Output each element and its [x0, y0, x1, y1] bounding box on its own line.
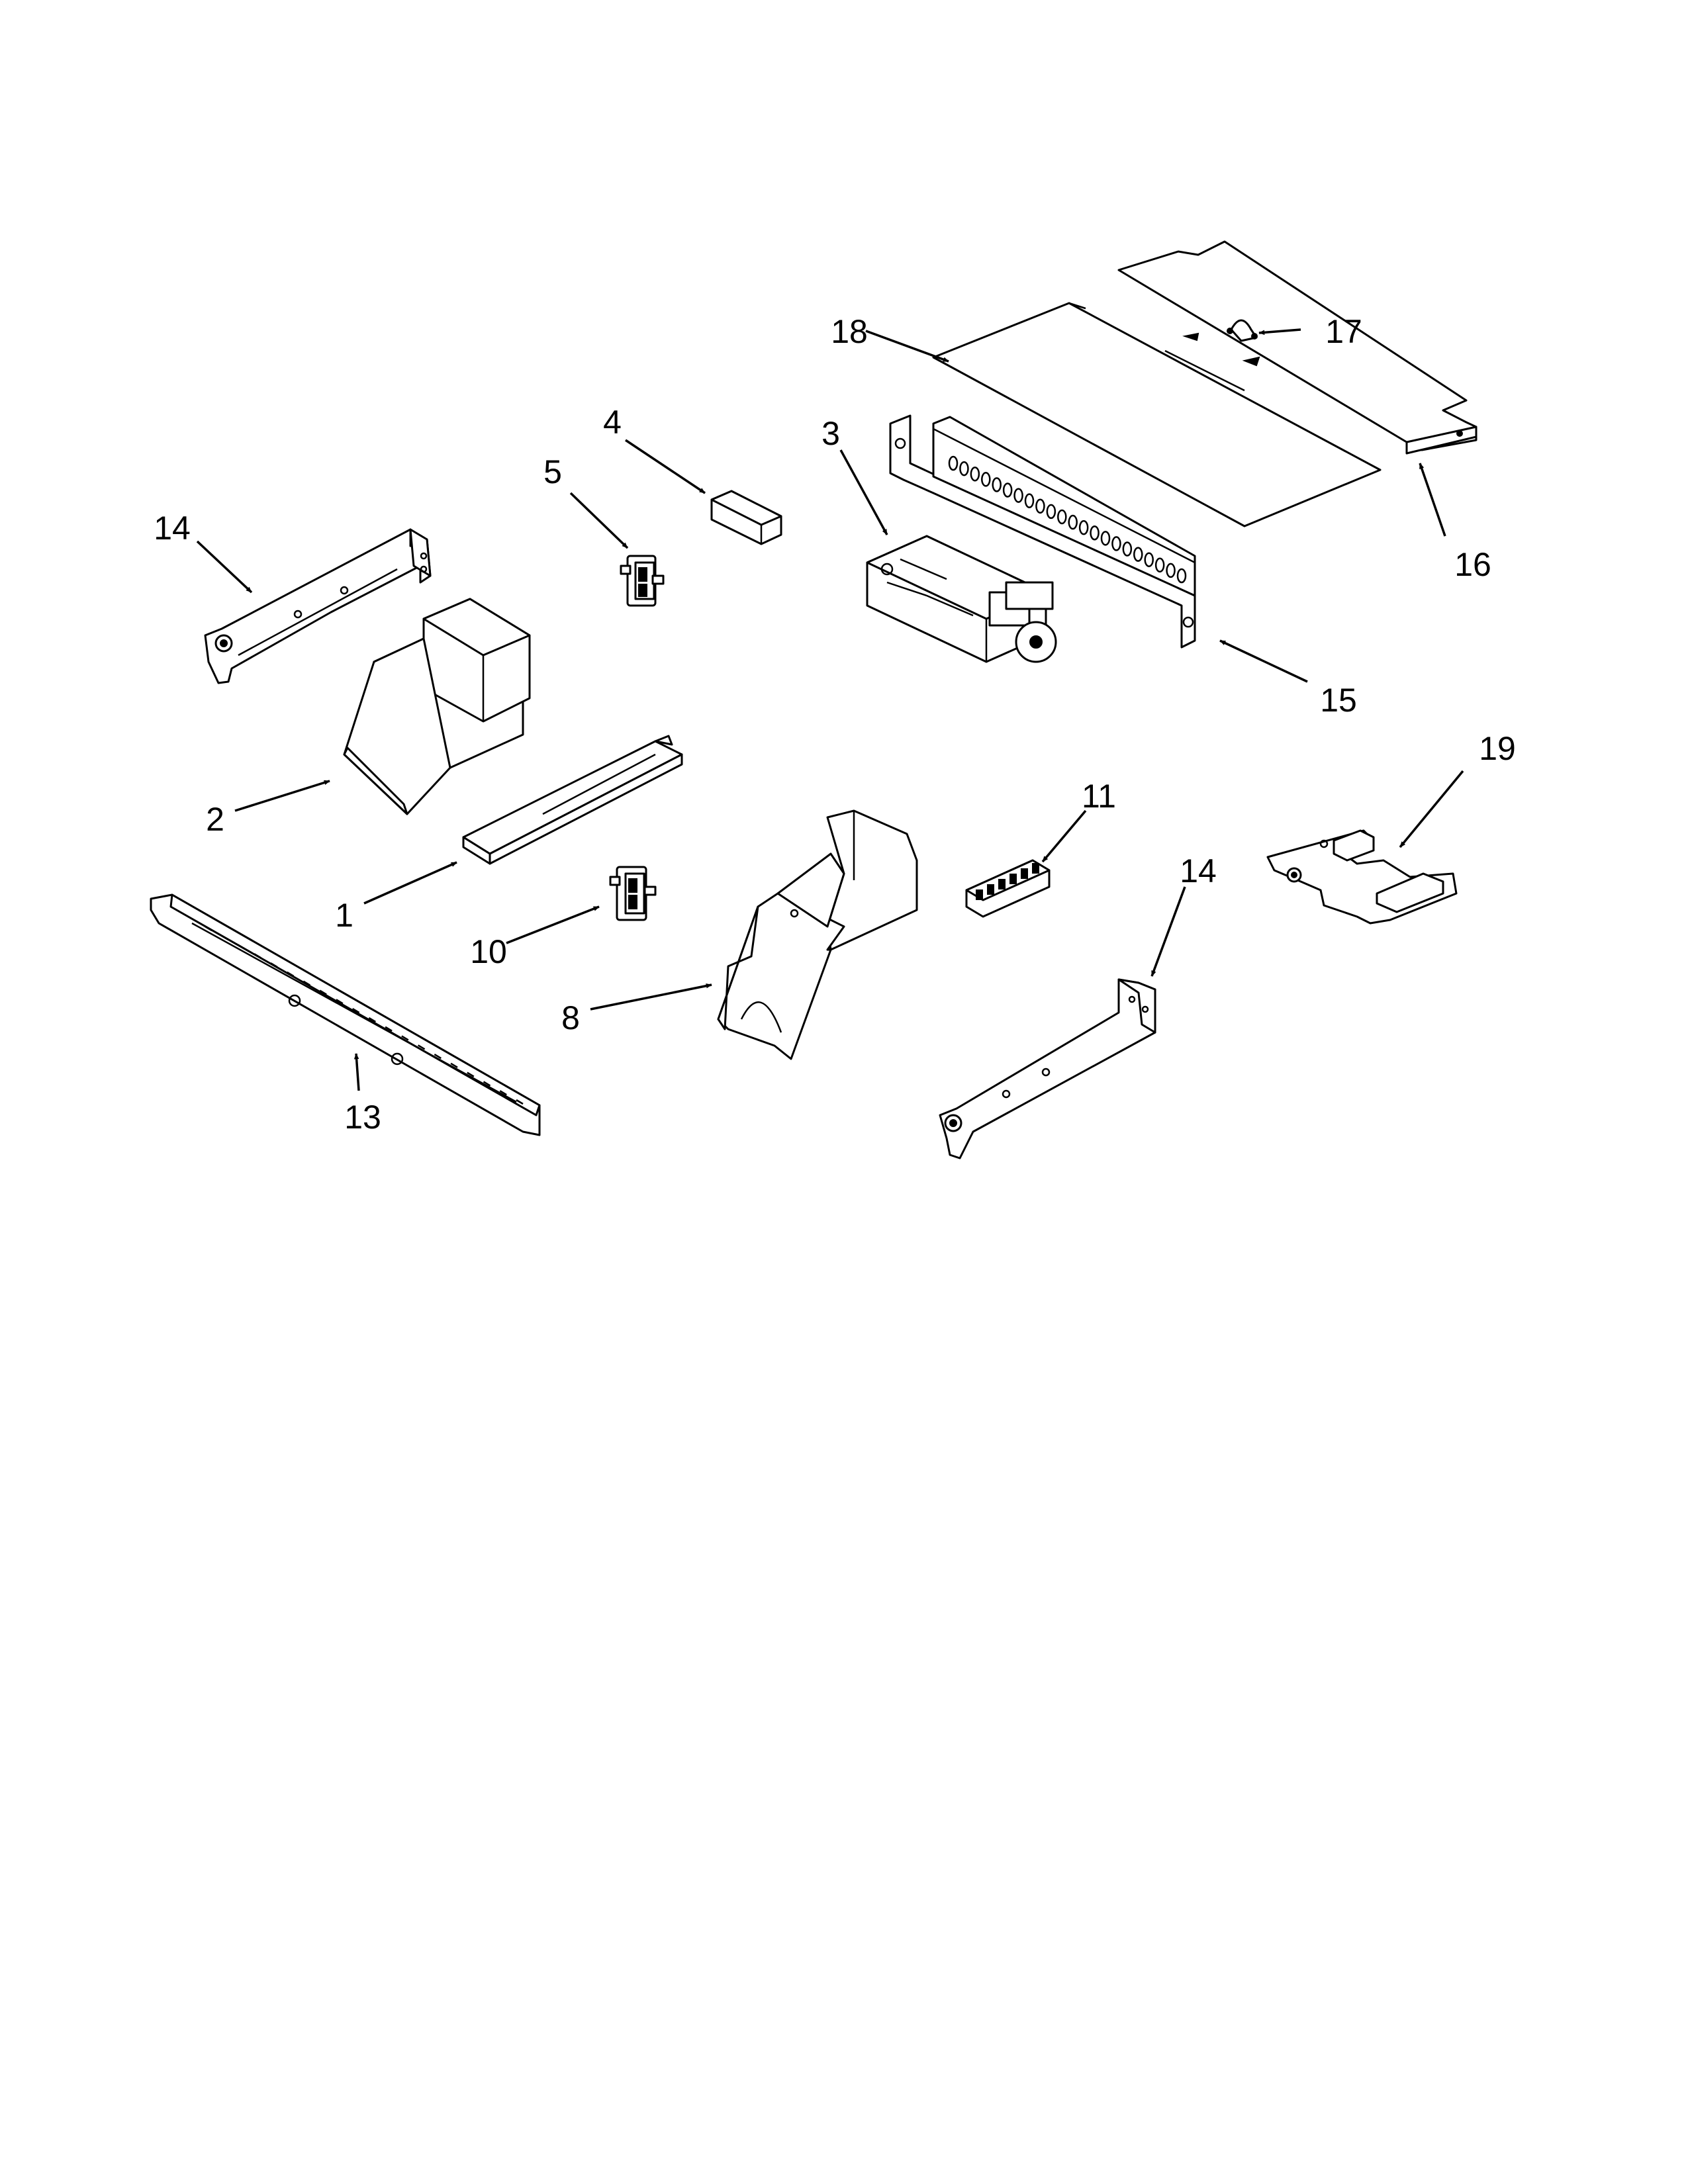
- part-14-side-bracket-left: [204, 528, 432, 684]
- perforation: [1154, 557, 1165, 573]
- rail-slot: [303, 980, 311, 986]
- leader-11: [1041, 809, 1087, 863]
- terminal-screw: [1032, 863, 1039, 874]
- leader-8: [590, 983, 712, 1011]
- perforation: [992, 477, 1002, 492]
- part-17-clip: [1227, 319, 1258, 342]
- rail-slot: [467, 1071, 475, 1077]
- callout-16: 16: [1454, 546, 1491, 583]
- callout-17: 17: [1325, 313, 1362, 350]
- callout-18: 18: [831, 313, 868, 350]
- perforation: [1046, 504, 1056, 520]
- rail-slot: [385, 1026, 393, 1032]
- rail-slot: [352, 1008, 360, 1014]
- leader-2: [234, 780, 330, 812]
- perforation: [1068, 514, 1078, 530]
- perforation: [1176, 568, 1187, 584]
- leader-19: [1399, 770, 1464, 848]
- perforation: [959, 461, 969, 477]
- part-18-top-panel: [932, 302, 1382, 527]
- callout-3: 3: [821, 415, 840, 452]
- perforation: [970, 466, 980, 482]
- callout-10: 10: [470, 933, 507, 970]
- part-2-duct: [343, 598, 531, 815]
- callout-11: 11: [1082, 778, 1116, 815]
- perforation: [1057, 509, 1067, 525]
- rail-slot: [499, 1090, 507, 1096]
- part-15-perforated-bracket: [889, 414, 1196, 649]
- rail-slot: [205, 925, 212, 932]
- leader-lines: [196, 328, 1464, 1091]
- part-16-cover-panel: [1117, 240, 1477, 455]
- perforation: [1090, 525, 1100, 541]
- rail-slot: [254, 953, 261, 959]
- perforation: [1122, 541, 1133, 557]
- perforation: [1035, 498, 1045, 514]
- rail-slot: [221, 934, 229, 940]
- part-3-latch-motor-assembly: [866, 535, 1057, 663]
- part-14-side-bracket-right: [939, 978, 1156, 1160]
- part-13-slide-rail: [150, 893, 541, 1136]
- callout-14-lower: 14: [1180, 852, 1217, 889]
- callout-1: 1: [335, 897, 353, 934]
- rail-slot: [434, 1053, 442, 1060]
- perforation: [1100, 531, 1111, 546]
- callout-4: 4: [603, 404, 622, 441]
- rail-slot: [417, 1044, 426, 1050]
- perforation: [948, 455, 959, 471]
- leader-13: [353, 1053, 360, 1091]
- terminal-screw: [998, 879, 1006, 889]
- callout-14-upper: 14: [154, 510, 191, 547]
- terminal-screw: [1021, 868, 1028, 879]
- terminal-screw: [987, 884, 994, 895]
- part-1-channel-strip: [462, 735, 683, 865]
- part-8-shroud: [717, 809, 918, 1060]
- perforation: [1002, 482, 1013, 498]
- part-19-mounting-plate: [1266, 829, 1458, 925]
- perforation: [1144, 552, 1154, 567]
- callout-2: 2: [206, 801, 224, 838]
- rail-slot: [336, 999, 344, 1005]
- rail-slot: [237, 944, 246, 950]
- leader-14a: [196, 540, 253, 594]
- leader-1: [363, 861, 457, 905]
- rail-slot: [319, 989, 327, 995]
- leader-17: [1258, 328, 1301, 336]
- perforation: [981, 472, 991, 487]
- perforation: [1078, 520, 1089, 535]
- rail-slot: [401, 1035, 409, 1041]
- part-5-switch: [620, 555, 665, 607]
- callout-labels: 1 2 3 4 5 8 10 11 13 14 14 15 16 17 18 1…: [154, 313, 1516, 1136]
- perforation: [1024, 493, 1035, 508]
- callout-13: 13: [344, 1099, 381, 1136]
- part-10-switch: [609, 866, 657, 921]
- perforation: [1013, 488, 1023, 503]
- leader-16: [1419, 463, 1446, 537]
- perforation: [1111, 536, 1121, 551]
- rail-slot: [270, 962, 278, 968]
- callout-5: 5: [543, 453, 562, 490]
- leader-15: [1219, 639, 1308, 683]
- rail-slot: [450, 1062, 458, 1068]
- terminal-screw: [976, 889, 983, 900]
- rail-slot: [483, 1081, 491, 1087]
- perforation: [1166, 563, 1176, 578]
- callout-19: 19: [1479, 730, 1516, 767]
- part-4-block: [710, 490, 782, 545]
- rail-slot: [368, 1017, 377, 1023]
- leader-10: [506, 905, 600, 944]
- leader-14b: [1150, 886, 1186, 977]
- rail-slot: [516, 1099, 524, 1105]
- callout-15: 15: [1320, 682, 1357, 719]
- leader-4: [625, 439, 706, 494]
- leader-3: [839, 449, 888, 535]
- rail-slot: [287, 971, 295, 978]
- callout-8: 8: [561, 999, 580, 1036]
- perforation: [1133, 547, 1143, 562]
- terminal-screw: [1009, 874, 1017, 884]
- part-11-terminal-block: [965, 859, 1051, 918]
- leader-18: [865, 330, 949, 363]
- leader-5: [569, 492, 629, 549]
